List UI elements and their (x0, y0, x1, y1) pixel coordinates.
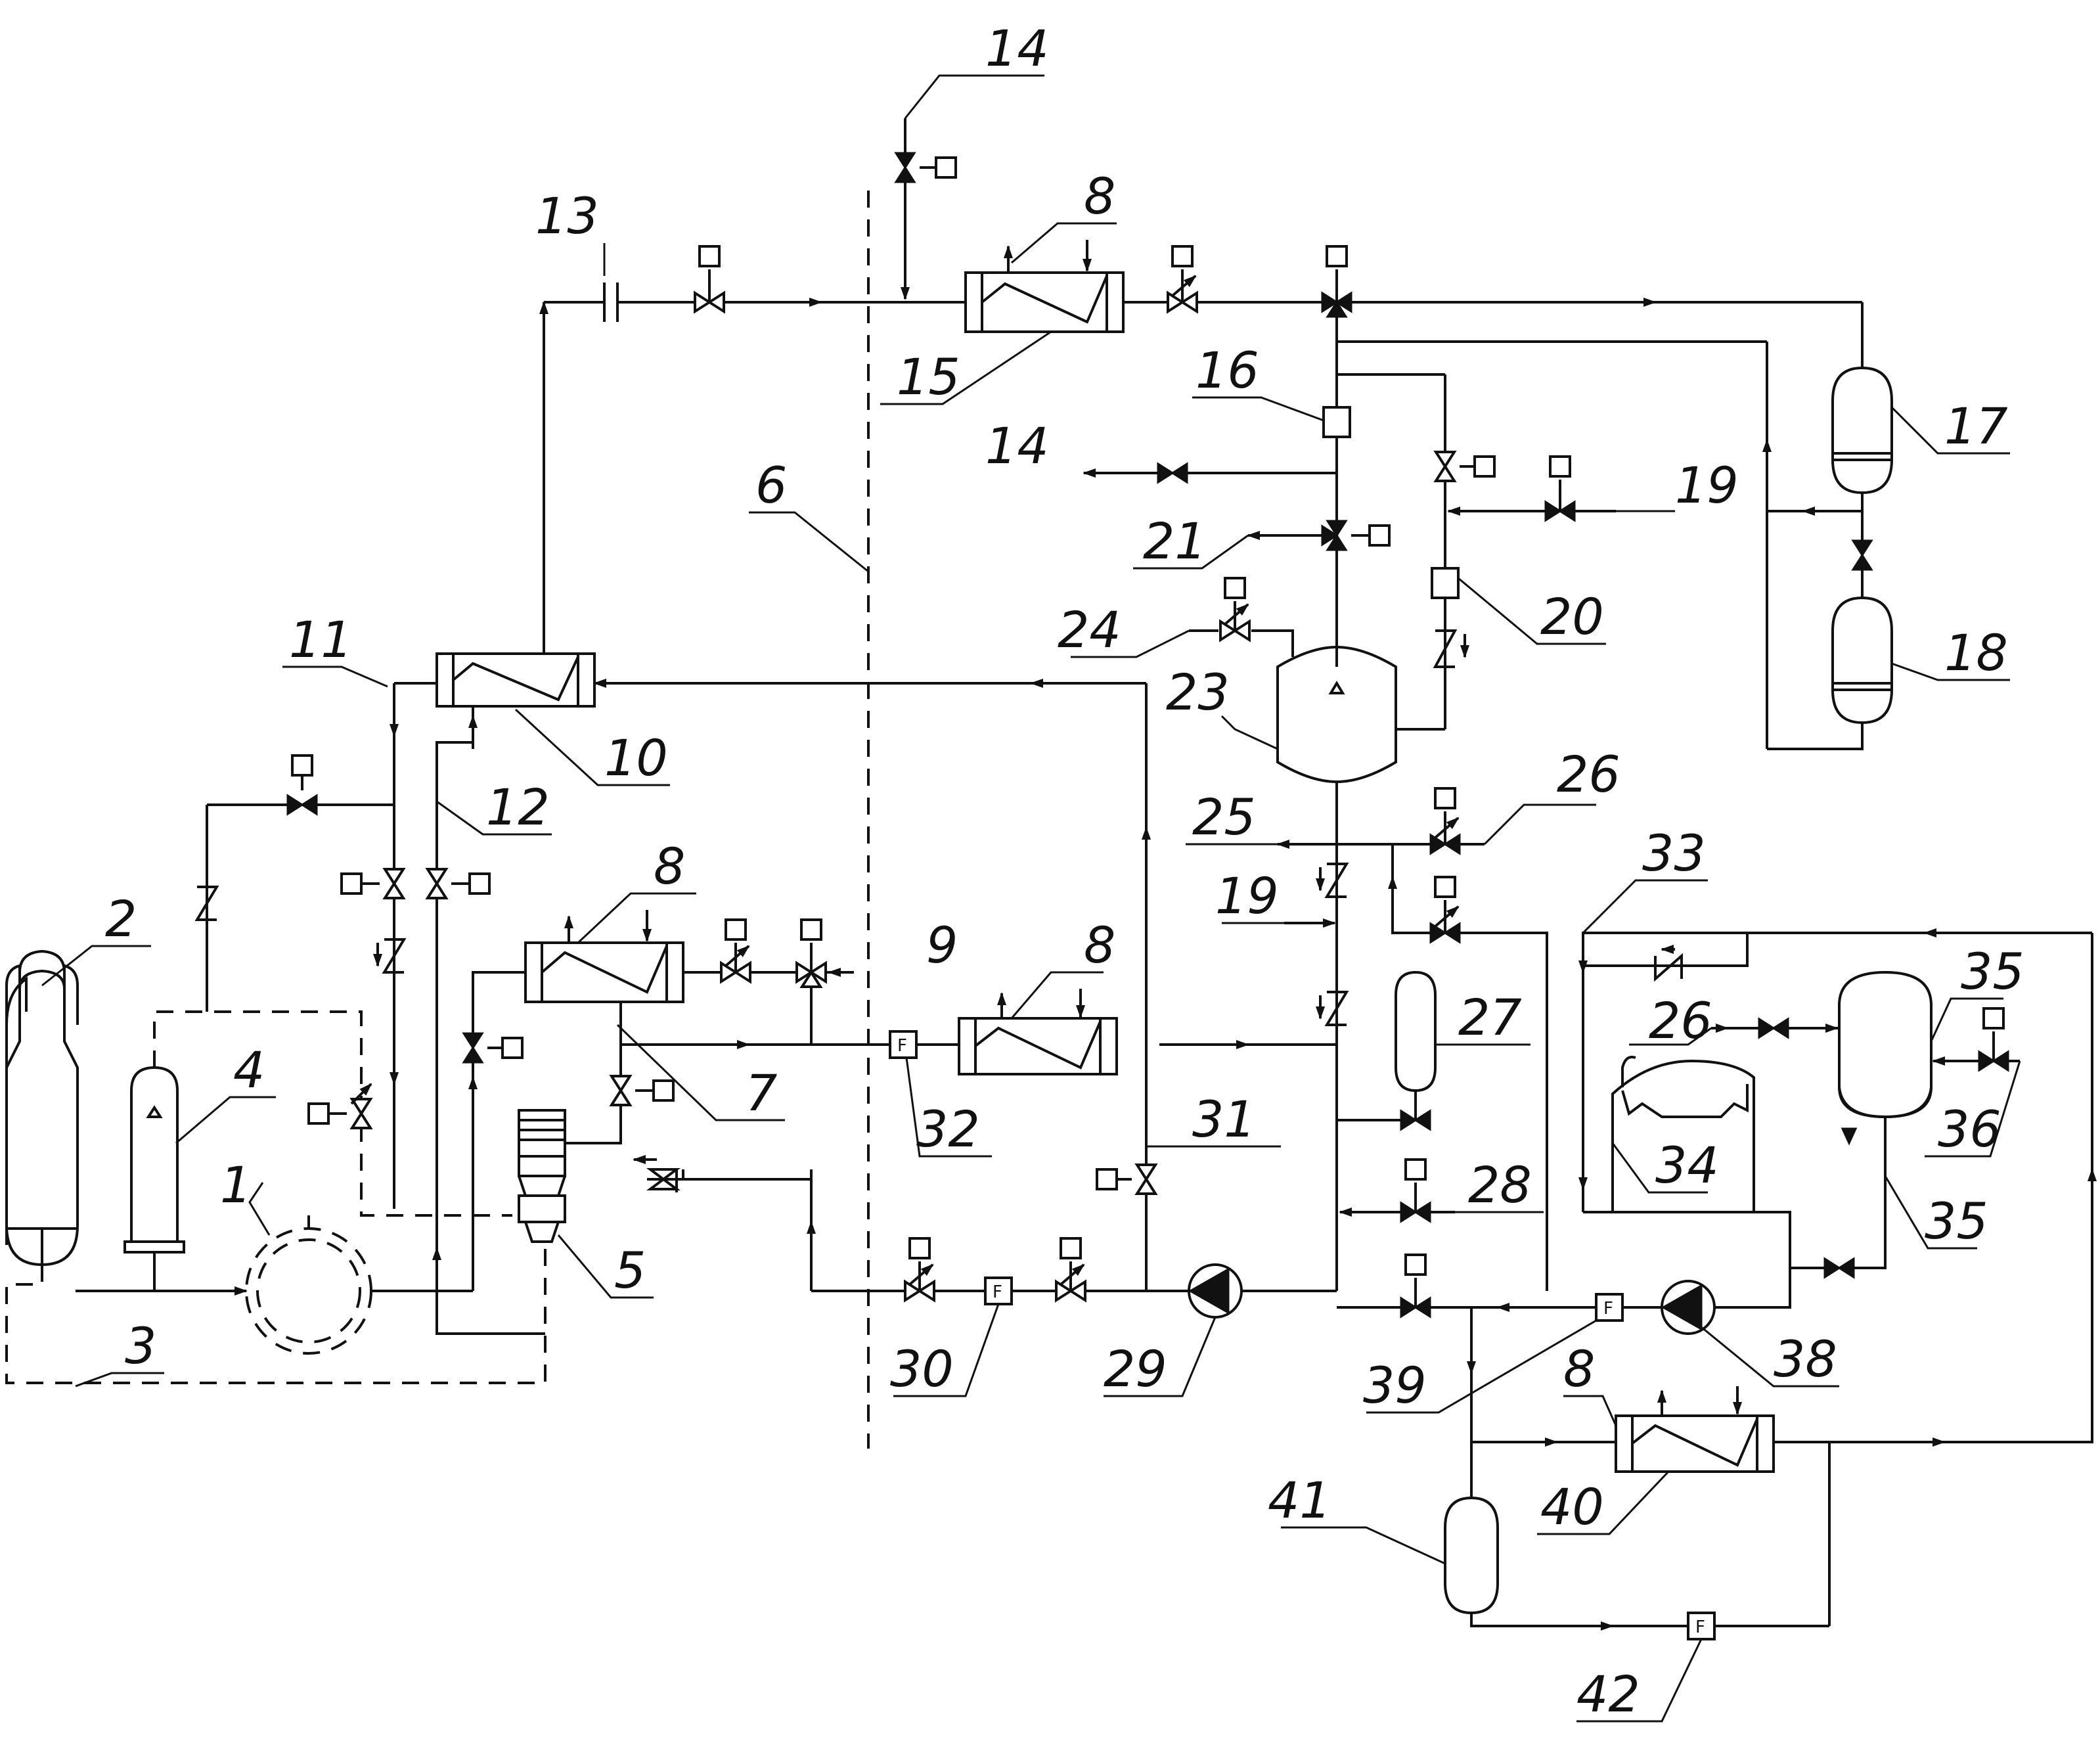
pump-38 (1661, 1280, 1716, 1335)
tank-41 (1444, 1496, 1499, 1615)
label-10: 10 (604, 729, 668, 787)
label-29: 29 (1104, 1340, 1167, 1398)
apparatus-34 (1611, 1056, 1755, 1213)
label-39: 39 (1363, 1356, 1427, 1414)
item-labels: 2 4 1 3 5 6 7 8 8 8 8 9 10 11 12 13 14 1… (105, 19, 2024, 1723)
tank-18 (1831, 596, 1893, 725)
reactor-vessel-2 (5, 949, 79, 1267)
label-14-top: 14 (985, 19, 1049, 78)
label-8-top: 8 (1084, 167, 1115, 225)
label-2: 2 (105, 890, 137, 948)
label-13: 13 (535, 187, 599, 245)
label-19-mid: 19 (1215, 867, 1279, 925)
label-35-top: 35 (1961, 942, 2024, 1001)
pump-unit-5 (518, 1109, 566, 1243)
label-19-top: 19 (1675, 456, 1739, 514)
label-6: 6 (755, 456, 787, 514)
label-23: 23 (1166, 663, 1230, 721)
label-4: 4 (233, 1041, 265, 1099)
label-12: 12 (486, 778, 550, 836)
label-3: 3 (125, 1317, 156, 1375)
label-24: 24 (1058, 600, 1121, 659)
instrument-20 (1431, 567, 1460, 599)
heat-exchanger-10 (436, 652, 596, 708)
label-8-right: 8 (1084, 916, 1115, 974)
label-25: 25 (1192, 788, 1256, 846)
label-5: 5 (614, 1241, 646, 1299)
label-27: 27 (1458, 988, 1522, 1047)
label-33: 33 (1642, 824, 1706, 882)
label-28: 28 (1468, 1156, 1532, 1214)
label-32: 32 (916, 1100, 980, 1158)
label-7: 7 (746, 1064, 777, 1122)
loop-dashed-3 (5, 1242, 547, 1384)
tank-17 (1831, 366, 1893, 495)
label-8-mid: 8 (654, 837, 685, 895)
label-26-mid: 26 (1649, 991, 1712, 1050)
pressurizer-4 (123, 1066, 185, 1291)
label-30: 30 (890, 1340, 954, 1398)
label-11: 11 (289, 610, 353, 669)
instrument-16 (1322, 406, 1351, 438)
heat-exchanger-15 (964, 240, 1125, 333)
leader-lines (41, 74, 2021, 1723)
tank-23 (1276, 645, 1397, 784)
heat-exchanger-7 (524, 910, 684, 1003)
label-16: 16 (1195, 341, 1259, 399)
label-40: 40 (1540, 1478, 1604, 1536)
heat-exchanger-40 (1615, 1386, 1775, 1473)
label-42: 42 (1576, 1665, 1640, 1723)
label-17: 17 (1944, 397, 2008, 455)
label-36: 36 (1938, 1100, 2001, 1158)
label-26-top: 26 (1557, 745, 1620, 803)
filter-30-mark: F (993, 1282, 1002, 1302)
pump-29 (1188, 1263, 1243, 1319)
heat-exchanger-31 (958, 989, 1118, 1075)
label-1: 1 (220, 1156, 252, 1214)
label-31: 31 (1192, 1090, 1256, 1148)
filter-42-mark: F (1695, 1617, 1705, 1637)
tank-27 (1395, 970, 1437, 1093)
label-34: 34 (1655, 1136, 1719, 1194)
label-20: 20 (1540, 587, 1604, 646)
label-35-bottom: 35 (1925, 1192, 1988, 1250)
label-38: 38 (1774, 1330, 1837, 1388)
label-8-bottom: 8 (1563, 1340, 1595, 1398)
label-9: 9 (926, 916, 958, 974)
label-18: 18 (1944, 623, 2008, 682)
label-14-left: 14 (985, 417, 1049, 475)
tank-35 (1838, 970, 1932, 1119)
filter-39-mark: F (1603, 1299, 1613, 1319)
filter-32-mark: F (897, 1036, 907, 1056)
steam-generator-1 (245, 1227, 372, 1355)
label-21: 21 (1143, 512, 1207, 570)
label-41: 41 (1268, 1471, 1331, 1529)
label-15: 15 (897, 348, 960, 406)
